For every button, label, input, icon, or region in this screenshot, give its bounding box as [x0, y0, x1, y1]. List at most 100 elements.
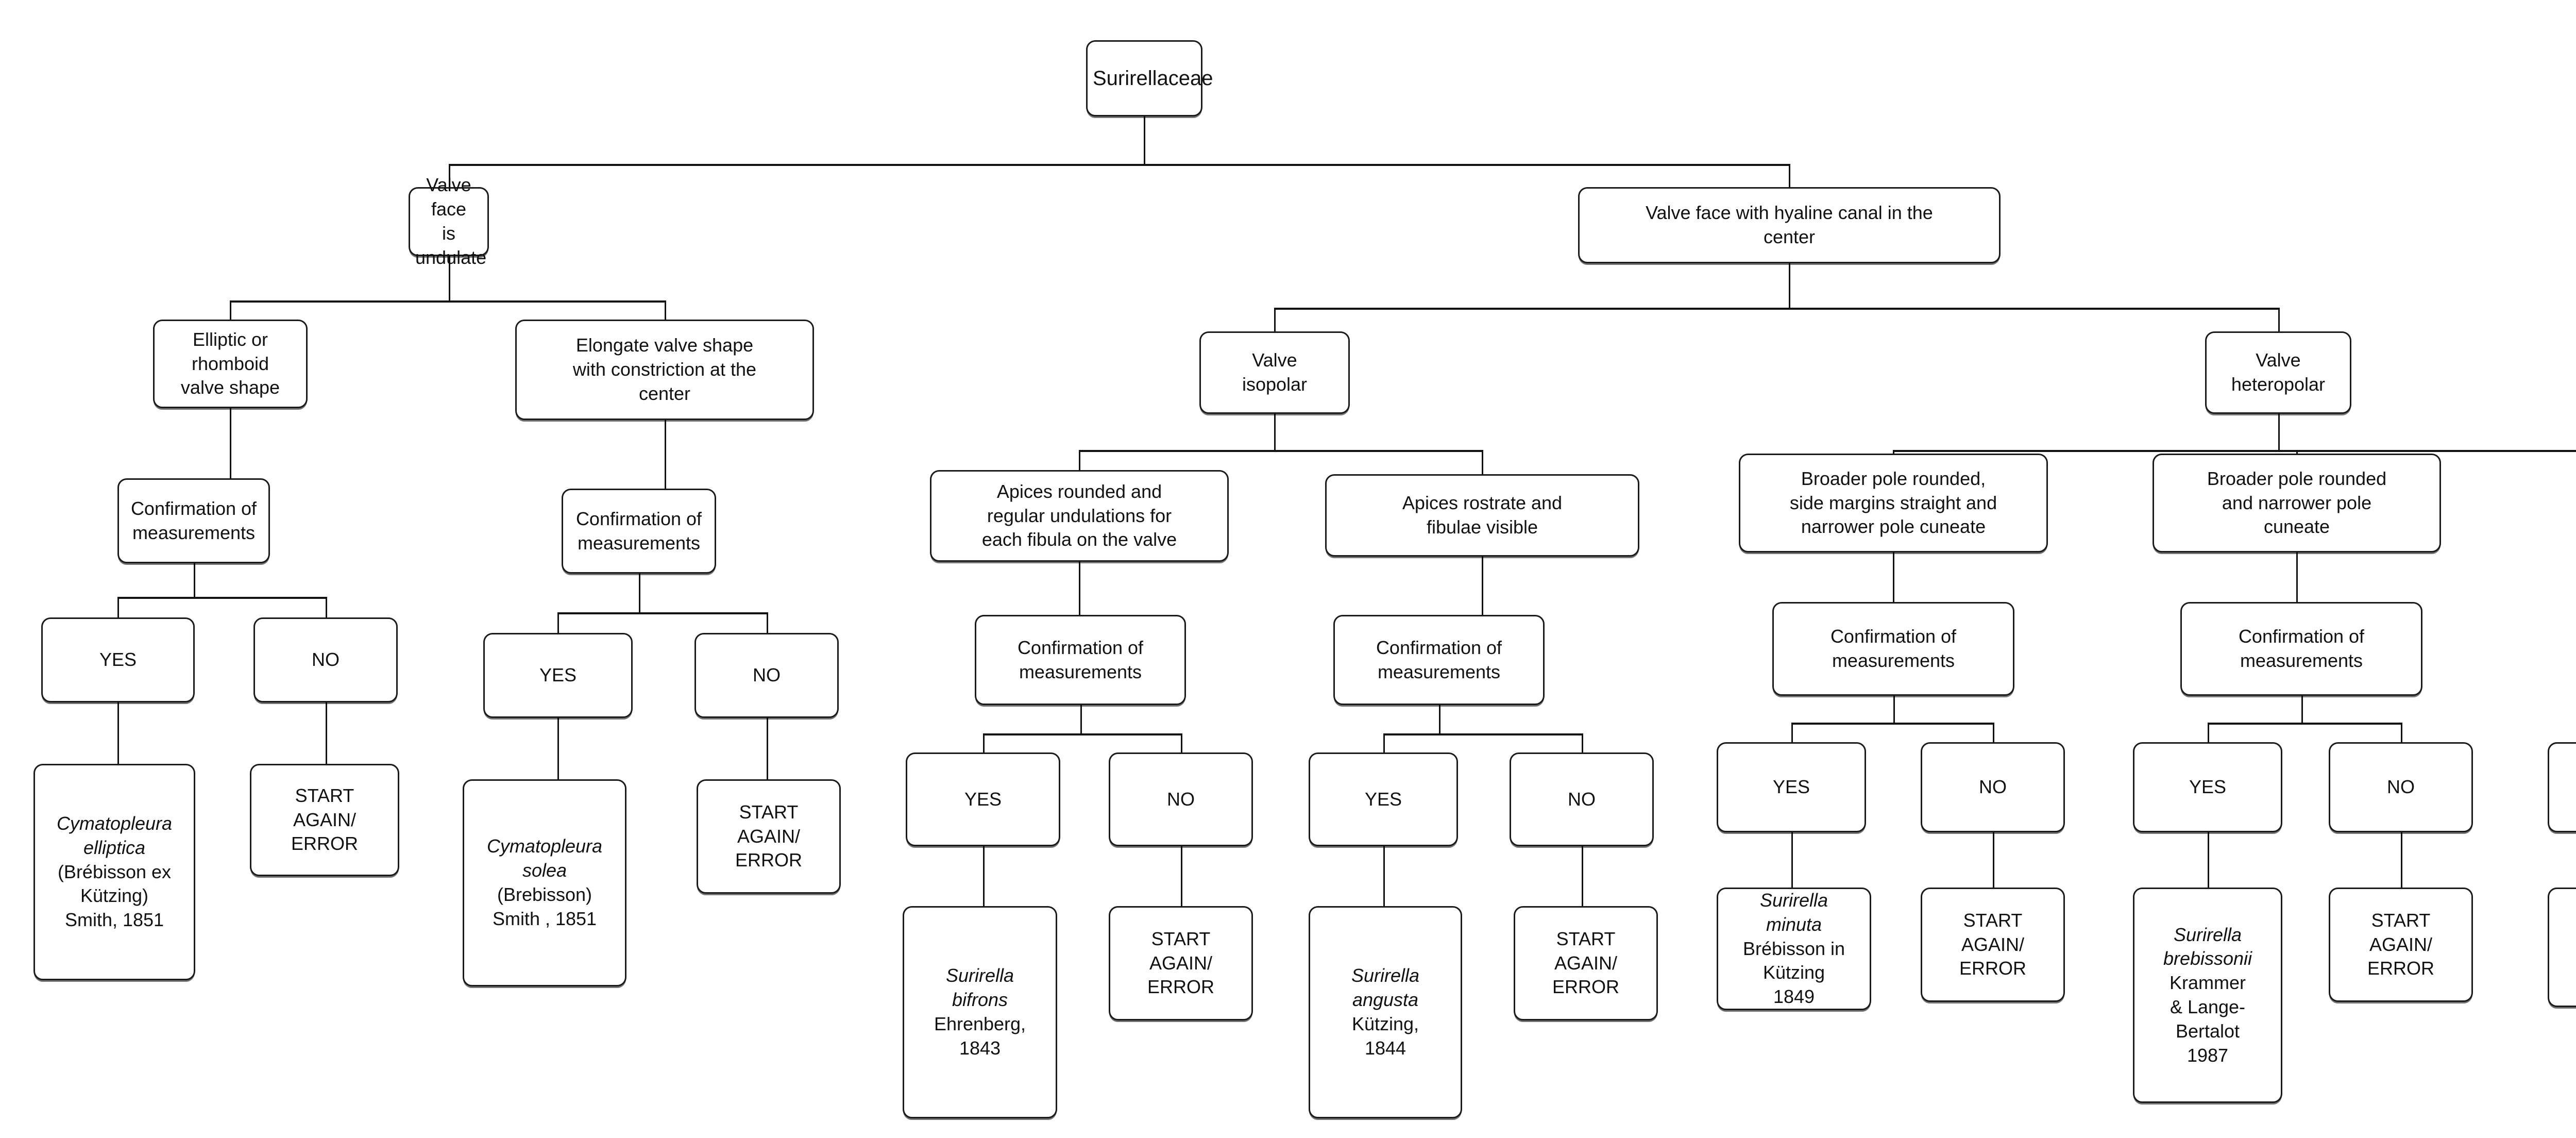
node-l2-c[interactable]: Valve isopolar [1199, 331, 1350, 414]
connector-line [983, 733, 1181, 735]
node-yes-a[interactable]: YES [41, 617, 195, 702]
node-l2-d[interactable]: Valve heteropolar [2205, 331, 2351, 414]
connector-line [1079, 450, 1482, 452]
node-label: Confirmation of measurements [1017, 637, 1144, 682]
connector-line [1439, 705, 1440, 733]
node-l2-b[interactable]: Elongate valve shape with constriction a… [515, 320, 814, 420]
node-label: Confirmation of measurements [1376, 637, 1502, 682]
connector-line [2296, 553, 2298, 602]
species-authority: Brébisson 1838 [2554, 947, 2576, 996]
node-root[interactable]: Surirellaceae [1086, 40, 1213, 116]
connector-line [2278, 308, 2280, 331]
connector-line [983, 733, 985, 752]
node-yes-f[interactable]: YES [2133, 742, 2282, 832]
node-label: START AGAIN/ ERROR [1959, 909, 2026, 979]
node-label: YES [964, 788, 1002, 810]
node-label: YES [1772, 776, 1810, 798]
node-label: YES [539, 664, 577, 686]
node-label: START AGAIN/ ERROR [2367, 909, 2434, 979]
node-no-b[interactable]: NO [694, 633, 839, 718]
node-no-f[interactable]: NO [2329, 742, 2473, 832]
node-l3-c[interactable]: Apices rounded and regular undulations f… [930, 470, 1229, 562]
connector-line [326, 597, 327, 617]
node-label: START AGAIN/ ERROR [1147, 928, 1214, 998]
connector-line [449, 164, 1790, 166]
species-authority: Brébisson in Kützing 1849 [1742, 938, 1845, 1008]
connector-line [2278, 414, 2280, 450]
node-yes-g[interactable]: YES [2548, 742, 2576, 832]
node-l3-f[interactable]: Broader pole rounded and narrower pole c… [2153, 454, 2441, 553]
node-label: START AGAIN/ ERROR [291, 784, 358, 855]
node-err-c[interactable]: START AGAIN/ ERROR [1109, 906, 1253, 1020]
connector-line [1789, 263, 1790, 308]
connector-line [1993, 832, 1994, 888]
node-sp-solea[interactable]: Cymatopleura solea(Brebisson) Smith , 18… [463, 779, 626, 986]
node-sp-ovalis[interactable]: Surirella ovalisBrébisson 1838 [2548, 888, 2576, 1007]
node-yes-e[interactable]: YES [1717, 742, 1866, 832]
node-label: Confirmation of measurements [2238, 626, 2365, 671]
node-err-f[interactable]: START AGAIN/ ERROR [2329, 888, 2473, 1002]
node-l3-d[interactable]: Apices rostrate and fibulae visible [1325, 474, 1639, 557]
node-err-d[interactable]: START AGAIN/ ERROR [1514, 906, 1658, 1020]
node-l3-a[interactable]: Confirmation of measurements [117, 478, 270, 563]
connector-line [665, 300, 666, 320]
connector-line [1181, 733, 1182, 752]
node-l4-c[interactable]: Confirmation of measurements [1772, 602, 2014, 696]
node-label: Broader pole rounded, side margins strai… [1789, 467, 1997, 538]
connector-line [2401, 832, 2402, 888]
node-label: YES [1364, 788, 1402, 810]
node-lvl1-left[interactable]: Valve face is undulate [409, 174, 489, 268]
connector-line [1383, 733, 1582, 735]
connector-line [2301, 696, 2303, 723]
node-label: Valve face with hyaline canal in the cen… [1646, 202, 1933, 247]
node-yes-c[interactable]: YES [906, 752, 1060, 846]
node-l3-b[interactable]: Confirmation of measurements [562, 489, 716, 574]
connector-line [449, 164, 450, 187]
connector-line [230, 408, 231, 478]
node-err-b[interactable]: START AGAIN/ ERROR [697, 779, 841, 894]
species-authority: Kützing, 1844 [1351, 1013, 1419, 1059]
connector-line [1383, 846, 1385, 906]
node-l4-b[interactable]: Confirmation of measurements [1333, 615, 1545, 705]
node-sp-elliptica[interactable]: Cymatopleura elliptica(Brébisson ex Kütz… [33, 764, 195, 980]
node-label: START AGAIN/ ERROR [735, 801, 802, 871]
node-label: NO [1167, 788, 1195, 810]
node-no-c[interactable]: NO [1109, 752, 1253, 846]
node-l3-e[interactable]: Broader pole rounded, side margins strai… [1739, 454, 2048, 553]
connector-line [557, 718, 559, 779]
connector-line [1181, 846, 1182, 906]
node-label: Confirmation of measurements [1830, 626, 1957, 671]
connector-line [1791, 723, 1993, 725]
node-yes-b[interactable]: YES [483, 633, 633, 718]
connector-line [1482, 557, 1483, 615]
species-name: Surirella minuta [1759, 890, 1828, 935]
node-no-e[interactable]: NO [1921, 742, 2065, 832]
node-label: Confirmation of measurements [130, 497, 257, 543]
node-l4-a[interactable]: Confirmation of measurements [975, 615, 1186, 705]
node-no-a[interactable]: NO [253, 617, 398, 702]
connector-line [1582, 846, 1583, 906]
node-no-d[interactable]: NO [1510, 752, 1654, 846]
connector-line [117, 702, 119, 764]
node-l2-a[interactable]: Elliptic or rhomboid valve shape [153, 320, 308, 408]
node-lvl1-right[interactable]: Valve face with hyaline canal in the cen… [1578, 187, 2001, 263]
connector-line [1893, 450, 2576, 452]
node-label: YES [2554, 775, 2576, 799]
node-err-a[interactable]: START AGAIN/ ERROR [250, 764, 399, 876]
connector-line [2208, 832, 2209, 888]
species-name: Cymatopleura elliptica [56, 813, 173, 858]
node-yes-d[interactable]: YES [1309, 752, 1458, 846]
species-name: Cymatopleura solea [486, 835, 603, 881]
connector-line [767, 612, 768, 633]
node-label: Elliptic or rhomboid valve shape [180, 328, 280, 398]
node-l4-d[interactable]: Confirmation of measurements [2180, 602, 2422, 696]
node-label: Surirellaceae [1093, 67, 1213, 90]
connector-line [1274, 308, 2279, 310]
species-authority: (Brébisson ex Kützing) Smith, 1851 [57, 861, 172, 931]
node-err-e[interactable]: START AGAIN/ ERROR [1921, 888, 2065, 1002]
species-name: Surirella ovalis [2554, 899, 2576, 947]
